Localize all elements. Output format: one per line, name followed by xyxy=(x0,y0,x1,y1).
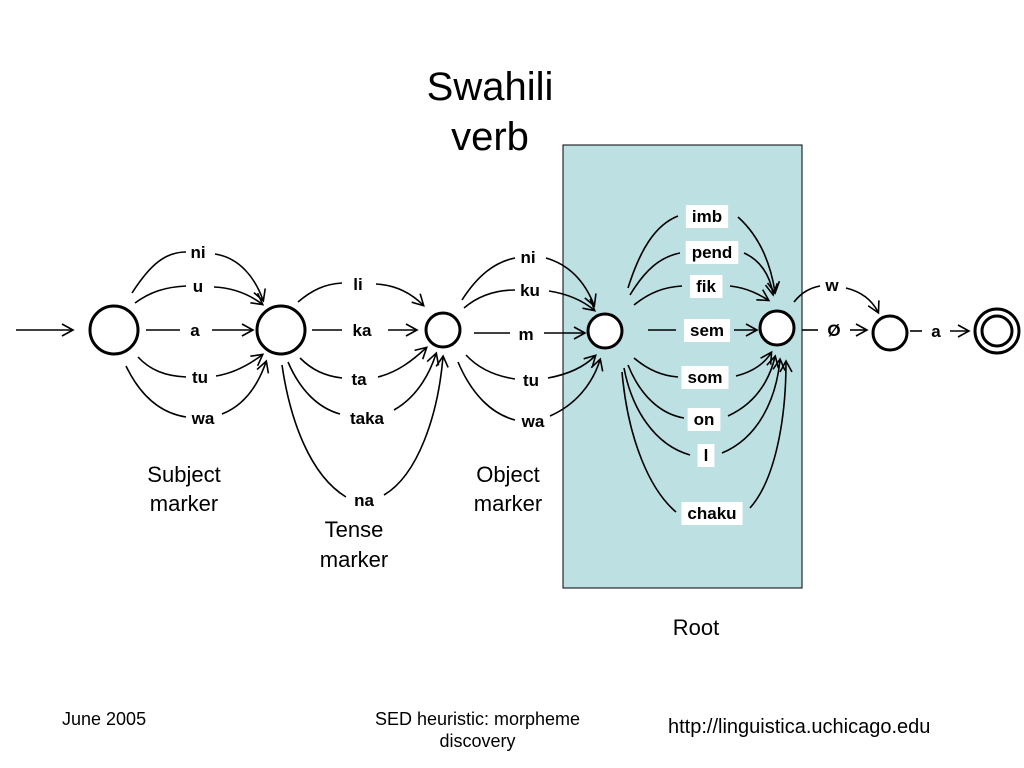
subject-marker-label: a xyxy=(190,321,200,340)
suffix-label: Ø xyxy=(827,321,840,340)
edge-root-chaku-2 xyxy=(749,359,793,509)
tense-marker-label: ka xyxy=(353,321,372,340)
edge-object-ku xyxy=(463,289,516,309)
edge-tense-na-2 xyxy=(383,354,449,496)
edge-root-fik xyxy=(633,285,683,306)
subject-marker-label: wa xyxy=(191,409,215,428)
object-marker-label: tu xyxy=(523,371,539,390)
edge-subject-wa-2 xyxy=(221,359,270,415)
object-marker-caption-2: marker xyxy=(474,491,542,516)
state-final-inner xyxy=(980,314,1014,348)
state-start xyxy=(88,304,140,356)
subject-marker-caption-2: marker xyxy=(150,491,218,516)
edge-suffix-w-2 xyxy=(845,287,880,315)
root-label: fik xyxy=(696,277,716,296)
root-label-bg xyxy=(687,408,721,431)
edge-tense-li-2 xyxy=(375,283,425,307)
edge-subject-wa xyxy=(125,365,187,418)
edge-root-pend xyxy=(629,252,681,296)
state-after-subject xyxy=(255,304,307,356)
state-after-suffix xyxy=(871,314,909,352)
edge-root-pend-2 xyxy=(743,252,779,297)
edge-root-fik-2 xyxy=(729,285,771,302)
edge-object-wa xyxy=(457,361,516,421)
tense-marker-caption: Tense xyxy=(325,517,384,542)
object-marker-label: ku xyxy=(520,281,540,300)
footer-date: June 2005 xyxy=(62,709,147,729)
footer-url: http://linguistica.uchicago.edu xyxy=(668,716,931,738)
root-label: imb xyxy=(692,207,722,226)
edge-root-chaku xyxy=(621,371,677,513)
edge-root-on xyxy=(627,364,685,419)
root-label: l xyxy=(704,446,709,465)
edge-object-ku-2 xyxy=(548,290,597,312)
footer-center: SED heuristic: morpheme discovery xyxy=(374,709,581,751)
object-marker-label: wa xyxy=(521,412,545,431)
tense-marker-label: taka xyxy=(350,409,385,428)
edge-root-imb-2 xyxy=(737,216,781,295)
edge-tense-taka-2 xyxy=(393,351,440,411)
root-label: chaku xyxy=(687,504,736,523)
edge-subject-u-2 xyxy=(213,286,265,306)
root-caption: Root xyxy=(673,615,719,640)
root-label-bg xyxy=(697,444,715,467)
edge-suffix-w xyxy=(793,285,821,303)
root-label-bg xyxy=(681,366,729,389)
edge-subject-ni xyxy=(131,251,187,294)
final-vowel-label: a xyxy=(931,322,941,341)
edge-object-wa-2 xyxy=(549,357,604,417)
object-marker-label: m xyxy=(518,325,533,344)
edge-subject-u xyxy=(134,285,187,304)
root-label-bg xyxy=(685,205,729,228)
root-label-bg xyxy=(685,241,739,264)
slide-title: Swahili verb xyxy=(426,65,554,159)
object-marker-caption: Object xyxy=(476,462,540,487)
edge-object-tu xyxy=(465,354,516,380)
subject-marker-label: tu xyxy=(192,368,208,387)
tense-marker-label: na xyxy=(354,491,374,510)
edge-tense-na xyxy=(281,364,347,498)
suffix-label: w xyxy=(824,276,839,295)
subject-marker-caption: Subject xyxy=(147,462,220,487)
edge-tense-ta-2 xyxy=(377,346,428,378)
edge-subject-ni-2 xyxy=(214,253,267,303)
root-label: pend xyxy=(692,243,733,262)
edge-subject-tu-2 xyxy=(215,353,265,377)
tense-marker-label: ta xyxy=(351,370,367,389)
state-after-tense xyxy=(424,311,462,349)
edge-object-ni xyxy=(461,257,516,301)
edge-tense-ta xyxy=(299,357,343,379)
edge-tense-li xyxy=(297,282,343,303)
state-after-object xyxy=(586,312,624,350)
tense-marker-label: li xyxy=(353,275,362,294)
subject-marker-label: u xyxy=(193,277,203,296)
object-marker-label: ni xyxy=(520,248,535,267)
root-label-bg xyxy=(683,319,731,342)
root-label: som xyxy=(688,368,723,387)
edge-subject-tu xyxy=(137,356,187,378)
state-after-root xyxy=(758,309,796,347)
edge-root-imb xyxy=(627,215,679,289)
root-label: on xyxy=(694,410,715,429)
edge-root-l-2 xyxy=(721,357,786,454)
root-label: sem xyxy=(690,321,724,340)
root-label-bg xyxy=(681,502,743,525)
subject-marker-label: ni xyxy=(190,243,205,262)
edge-root-som xyxy=(633,357,679,378)
edge-tense-taka xyxy=(287,361,341,415)
root-label-bg xyxy=(690,275,723,298)
tense-marker-caption-2: marker xyxy=(320,547,388,572)
edge-root-l xyxy=(623,367,691,456)
